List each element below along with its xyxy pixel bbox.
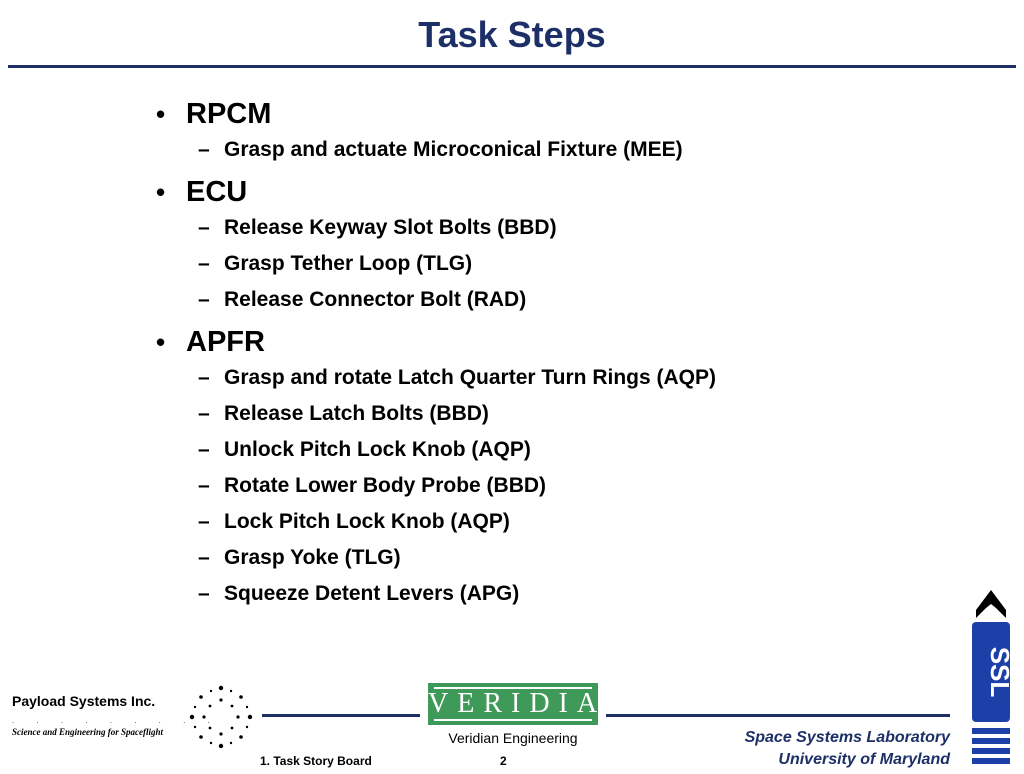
dash-icon: – — [198, 438, 210, 461]
task-step-text: Grasp and rotate Latch Quarter Turn Ring… — [224, 366, 717, 389]
section-heading-text: RPCM — [186, 98, 272, 130]
task-step-item: –Unlock Pitch Lock Knob (AQP) — [150, 432, 970, 468]
veridian-logo-bar-top — [434, 687, 592, 689]
bullet-icon: • — [156, 327, 166, 357]
task-step-item: –Rotate Lower Body Probe (BBD) — [150, 468, 970, 504]
dash-icon: – — [198, 582, 210, 605]
dash-icon: – — [198, 288, 210, 311]
slide-title: Task Steps — [418, 14, 606, 55]
section-heading-text: APFR — [186, 326, 265, 358]
task-step-text: Lock Pitch Lock Knob (AQP) — [224, 510, 510, 533]
ssl-name-line2: University of Maryland — [778, 751, 950, 768]
task-step-item: –Grasp and actuate Microconical Fixture … — [150, 132, 970, 168]
veridian-logo: VERIDIAN — [428, 683, 626, 725]
task-step-item: –Release Latch Bolts (BBD) — [150, 396, 970, 432]
task-step-text: Release Keyway Slot Bolts (BBD) — [224, 216, 557, 239]
ssl-rocket-logo-icon: SSL — [972, 590, 1015, 764]
page-number: 2 — [500, 754, 507, 768]
task-step-item: –Release Connector Bolt (RAD) — [150, 282, 970, 318]
task-step-text: Grasp and actuate Microconical Fixture (… — [224, 138, 683, 161]
dash-icon: – — [198, 216, 210, 239]
title-divider — [8, 65, 1016, 68]
section-heading: • APFR — [150, 324, 970, 360]
section-heading-text: ECU — [186, 176, 248, 208]
footer-divider-left — [262, 714, 420, 717]
dash-icon: – — [198, 138, 210, 161]
task-step-item: –Grasp Tether Loop (TLG) — [150, 246, 970, 282]
dash-icon: – — [198, 366, 210, 389]
veridian-company-name: Veridian Engineering — [448, 730, 578, 746]
psi-dot-line: . . . . . . . . . — [12, 716, 220, 725]
task-step-text: Grasp Yoke (TLG) — [224, 546, 401, 569]
dash-icon: – — [198, 546, 210, 569]
task-step-item: –Lock Pitch Lock Knob (AQP) — [150, 504, 970, 540]
task-step-item: –Grasp Yoke (TLG) — [150, 540, 970, 576]
psi-company-name: Payload Systems Inc. — [12, 693, 156, 709]
task-step-item: –Release Keyway Slot Bolts (BBD) — [150, 210, 970, 246]
psi-starburst-logo-icon — [189, 685, 253, 749]
bullet-icon: • — [156, 177, 166, 207]
dash-icon: – — [198, 402, 210, 425]
section-heading: • RPCM — [150, 96, 970, 132]
task-list: •RPCM–Grasp and actuate Microconical Fix… — [150, 90, 970, 612]
bullet-icon: • — [156, 99, 166, 129]
task-step-item: –Grasp and rotate Latch Quarter Turn Rin… — [150, 360, 970, 396]
dash-icon: – — [198, 474, 210, 497]
task-step-text: Release Latch Bolts (BBD) — [224, 402, 489, 425]
task-step-text: Unlock Pitch Lock Knob (AQP) — [224, 438, 531, 461]
task-step-text: Squeeze Detent Levers (APG) — [224, 582, 520, 605]
section-heading: • ECU — [150, 174, 970, 210]
dash-icon: – — [198, 510, 210, 533]
footer-divider-right — [606, 714, 950, 717]
task-step-item: –Squeeze Detent Levers (APG) — [150, 576, 970, 612]
ssl-institution: Space Systems Laboratory University of M… — [745, 727, 950, 771]
task-step-text: Rotate Lower Body Probe (BBD) — [224, 474, 547, 497]
ssl-name-line1: Space Systems Laboratory — [744, 729, 950, 746]
ssl-logo-text: SSL — [985, 647, 1015, 698]
task-step-text: Release Connector Bolt (RAD) — [224, 288, 527, 311]
footer-section-label: 1. Task Story Board — [260, 754, 372, 768]
dash-icon: – — [198, 252, 210, 275]
psi-tagline: Science and Engineering for Spaceflight — [12, 727, 164, 737]
veridian-logo-text: VERIDIAN — [428, 688, 636, 719]
veridian-logo-bar-bottom — [434, 719, 592, 721]
task-step-text: Grasp Tether Loop (TLG) — [224, 252, 473, 275]
